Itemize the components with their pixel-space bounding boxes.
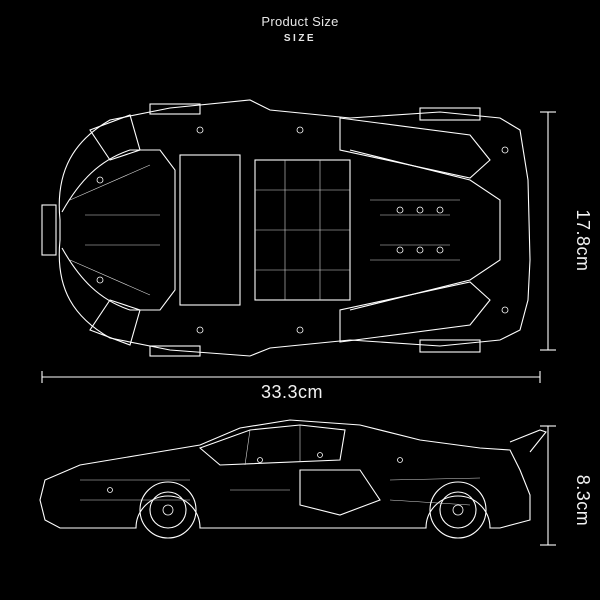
car-top-view: [41, 99, 531, 357]
page-title: Product Size: [261, 14, 339, 29]
car-side-view: [39, 419, 547, 539]
page-subtitle: SIZE: [283, 33, 317, 44]
length-dimension-line: [41, 371, 541, 383]
height-dimension-line: [540, 425, 556, 546]
width-dimension-line: [540, 111, 556, 351]
length-label: 33.3cm: [260, 382, 324, 402]
